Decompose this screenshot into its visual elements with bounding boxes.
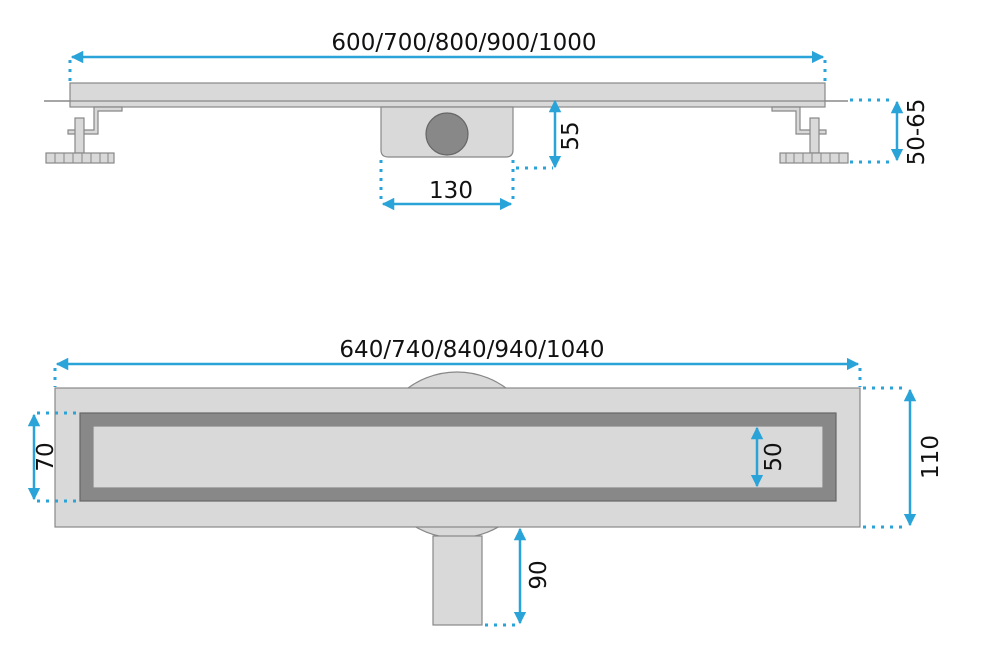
top-view: 640/740/840/940/1040 70 50 110 90: [27, 337, 944, 627]
inner-width-label: 50: [761, 442, 787, 471]
overall-length-label: 640/740/840/940/1040: [339, 337, 604, 363]
outlet-depth-label: 90: [526, 560, 552, 589]
total-width-label: 110: [918, 435, 944, 479]
channel-body: [69, 82, 826, 108]
side-view: 600/700/800/900/1000 55 130 50-65: [44, 30, 930, 211]
left-adjustable-foot: [45, 106, 123, 164]
right-adjustable-foot: [771, 106, 849, 164]
grate-insert: [92, 425, 824, 489]
adjust-height-label: 50-65: [904, 99, 930, 166]
drain-height-label: 55: [558, 121, 584, 150]
drain-outlet: [425, 112, 469, 156]
grate-width-label: 70: [33, 442, 59, 471]
length-label: 600/700/800/900/1000: [331, 30, 596, 56]
drain-width-label: 130: [429, 178, 473, 204]
outlet-pipe: [432, 535, 483, 626]
